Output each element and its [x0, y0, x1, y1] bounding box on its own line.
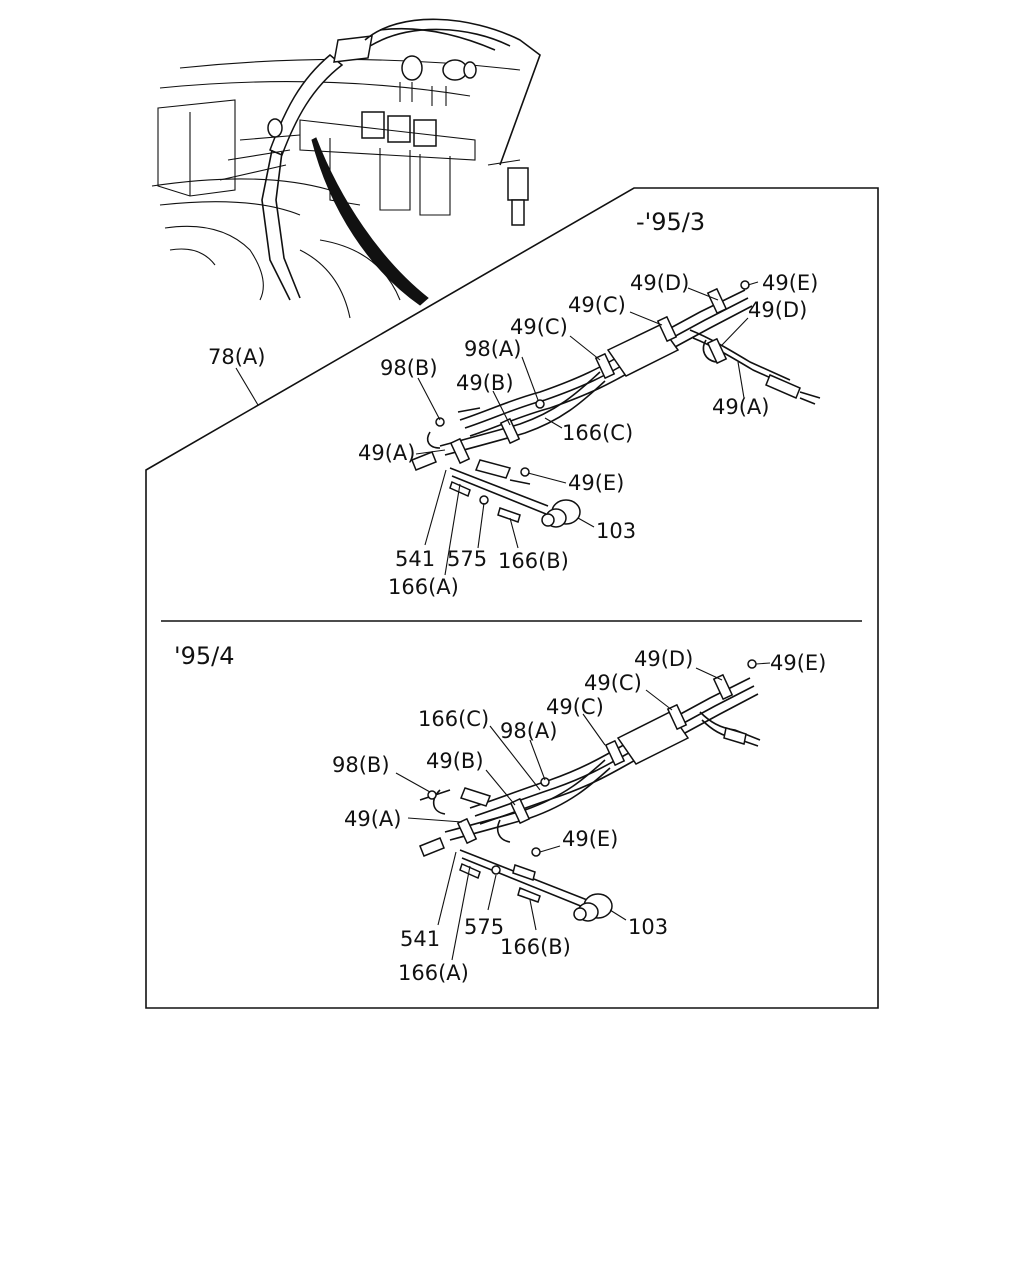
label-49a-left: 49(A) [358, 441, 415, 465]
label-49c-lower: 49(C) [546, 695, 604, 719]
label-103: 103 [628, 915, 668, 939]
label-49a: 49(A) [344, 807, 401, 831]
fuel-pipe-assembly-2 [419, 659, 761, 922]
panel-frame [145, 187, 879, 1009]
label-49d: 49(D) [634, 647, 693, 671]
label-166b: 166(B) [500, 935, 571, 959]
label-103: 103 [596, 519, 636, 543]
label-49c-upper: 49(C) [584, 671, 642, 695]
fuel-pipe-assembly-1 [411, 280, 821, 528]
label-541: 541 [395, 547, 435, 571]
label-575: 575 [464, 915, 504, 939]
label-166c: 166(C) [562, 421, 633, 445]
relay-block [299, 111, 476, 216]
panel-95-3: -'95/3 [358, 208, 821, 599]
label-166b: 166(B) [498, 549, 569, 573]
engine-bay-illustration [151, 18, 541, 319]
leader-lines-1 [415, 281, 759, 576]
panel-95-4: '95/4 [174, 642, 826, 985]
panel-2-title: '95/4 [174, 642, 235, 670]
callout-78a: 78(A) [208, 345, 265, 369]
label-49a-right: 49(A) [712, 395, 769, 419]
label-49d-right: 49(D) [748, 298, 807, 322]
label-98a: 98(A) [500, 719, 557, 743]
label-98b: 98(B) [380, 356, 438, 380]
label-49e-top: 49(E) [762, 271, 818, 295]
label-98a: 98(A) [464, 337, 521, 361]
label-49e-lower: 49(E) [568, 471, 624, 495]
label-49c-lower: 49(C) [510, 315, 568, 339]
label-166c: 166(C) [418, 707, 489, 731]
label-49e-lower: 49(E) [562, 827, 618, 851]
label-49b: 49(B) [456, 371, 514, 395]
label-49c-upper: 49(C) [568, 293, 626, 317]
label-166a: 166(A) [398, 961, 469, 985]
label-98b: 98(B) [332, 753, 390, 777]
panel-1-title: -'95/3 [636, 208, 705, 236]
label-49b: 49(B) [426, 749, 484, 773]
label-49d-top: 49(D) [630, 271, 689, 295]
label-49e-top: 49(E) [770, 651, 826, 675]
label-166a: 166(A) [388, 575, 459, 599]
label-541: 541 [400, 927, 440, 951]
label-575: 575 [447, 547, 487, 571]
leader-lines-2 [395, 662, 771, 961]
